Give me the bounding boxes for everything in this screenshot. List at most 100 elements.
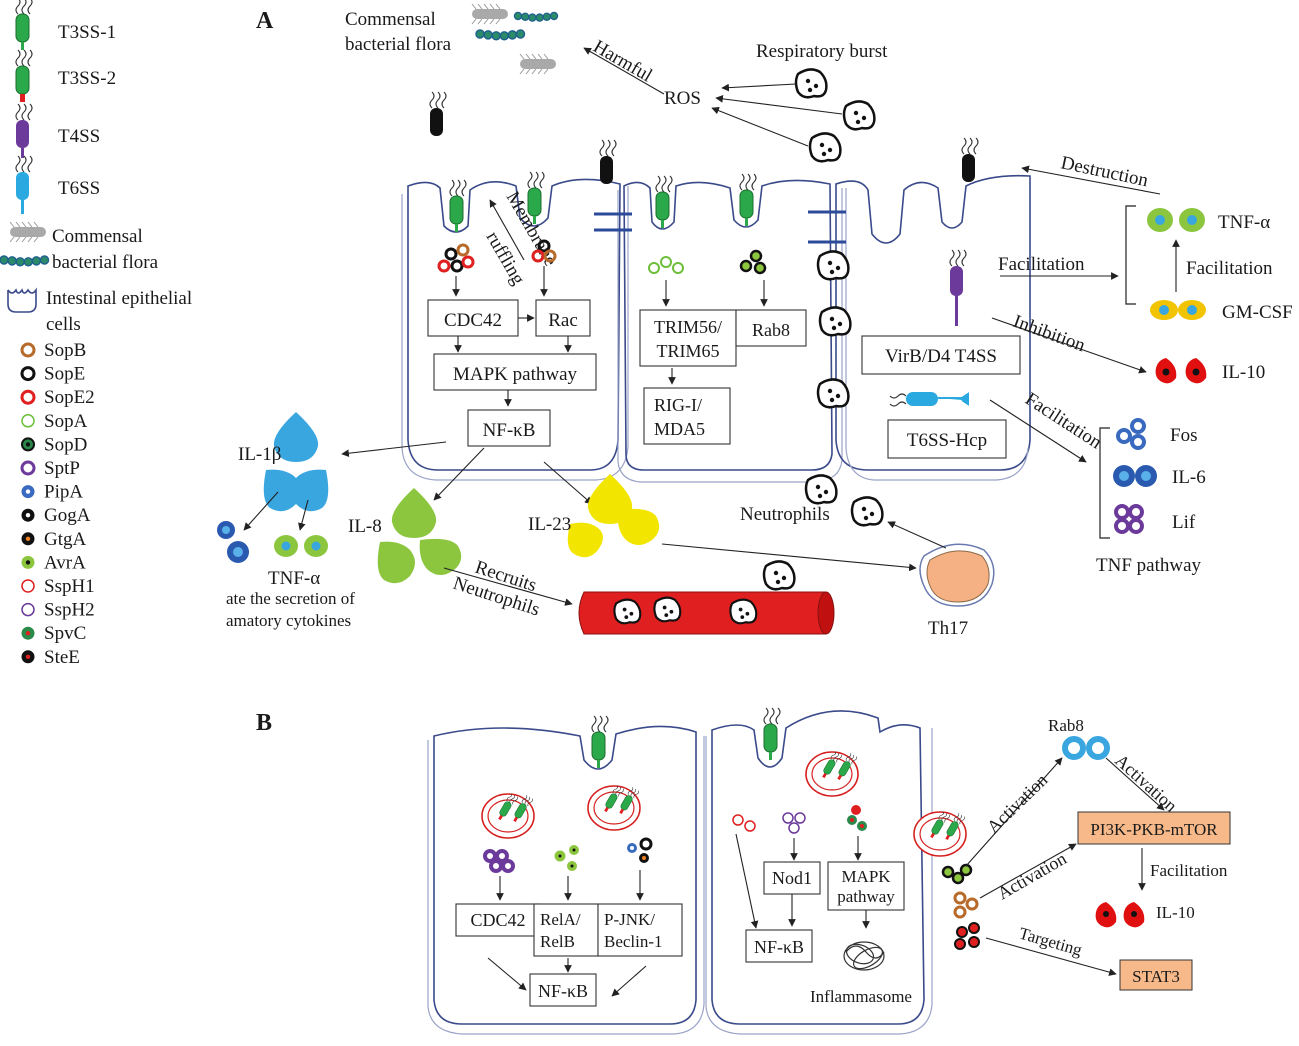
legend-t3ss2-icon: [15, 49, 33, 103]
rela-label: RelB: [540, 932, 575, 951]
effector-label: SopE: [44, 364, 85, 385]
virb-label: VirB/D4 T4SS: [885, 346, 997, 367]
arrow: [611, 965, 647, 997]
rab8-label: Rab8: [752, 320, 790, 340]
il6-icon: [1113, 465, 1157, 487]
harmful-label: Harmful: [590, 36, 656, 86]
lif-icon: [1114, 504, 1144, 534]
activation-arrow: [1105, 757, 1165, 811]
neutrophil-icon: [850, 496, 884, 527]
effector-core-icon: [25, 654, 31, 659]
th17-label: Th17: [928, 618, 968, 639]
effector-ssph1-icon: [21, 579, 35, 593]
effector-label: SopD: [44, 434, 87, 455]
facilitation-label: Facilitation: [1021, 389, 1105, 454]
ruffling-label: ruffling: [482, 228, 529, 289]
effector-ssph2-icon: [21, 602, 35, 617]
fos-icon: [1116, 418, 1146, 450]
activation-arrow: [965, 757, 1063, 867]
effector-sope2-icon: [20, 389, 36, 405]
vacuole-icon: [914, 811, 966, 856]
effector-label: SptP: [44, 458, 80, 479]
secretion-label: ate the secretion of: [226, 589, 355, 608]
t3ss-bacterium-icon: [763, 707, 781, 761]
il1b-cluster: [263, 412, 329, 512]
blood-vessel: [578, 591, 835, 635]
pjnk-label: P-JNK/: [604, 910, 655, 929]
effector-sptp-icon: [20, 460, 36, 476]
cdc42-box: [427, 299, 519, 337]
mapk-box: [433, 353, 597, 391]
arrow: [543, 461, 593, 505]
panel-label-a: A: [256, 8, 274, 34]
nfkb-b2-box: [745, 929, 813, 963]
il10-b-cells: [1095, 902, 1145, 928]
effector-label: SpvC: [44, 623, 86, 644]
cdc42-label: CDC42: [444, 310, 502, 331]
il10-b-label: IL-10: [1156, 903, 1195, 922]
effector-label: SspH1: [44, 576, 95, 597]
harmful-arrow: [583, 47, 665, 95]
bacterium-icon: [599, 139, 617, 185]
effector-core-icon: [25, 560, 31, 565]
legend-label: T4SS: [58, 126, 100, 147]
activation-label: Activation: [983, 770, 1052, 837]
legend-label: T6SS: [58, 178, 100, 199]
mapk-b-label: pathway: [837, 887, 895, 906]
il10-cells: [1155, 358, 1207, 384]
arrow: [243, 491, 279, 531]
effector-dots: [437, 239, 767, 275]
effector-label: SopA: [44, 411, 88, 432]
effector-label: SopB: [44, 340, 86, 361]
gmcsf-cells: [1150, 300, 1206, 320]
il8-cluster: [377, 488, 462, 584]
t3ss-bacterium-icon: [449, 179, 467, 233]
legend-commensal-icon: [9, 221, 47, 243]
rela-label: RelA/: [540, 910, 581, 929]
gmcsf-label: GM-CSF: [1222, 302, 1293, 323]
legend-cell-icon: [7, 287, 37, 313]
recruits-arrow: [443, 567, 573, 606]
legend: T3SS-1 T3SS-2 T4SS T6SS Commensal bacter…: [0, 0, 192, 668]
neutrophil-icon: [794, 68, 828, 99]
rac-label: Rac: [548, 310, 578, 331]
effector-label: SteE: [44, 647, 80, 668]
arrow: [487, 957, 527, 991]
effector-core-icon: [25, 513, 31, 518]
vacuole-icon: [588, 785, 640, 830]
facilitation-b-label: Facilitation: [1150, 861, 1228, 880]
rab8-b-label: Rab8: [1048, 716, 1084, 735]
nfkb-b-label: NF-κB: [538, 981, 588, 1001]
neutrophil-icon: [808, 132, 842, 163]
legend-label: cells: [46, 314, 81, 335]
destruction-label: Destruction: [1059, 152, 1151, 191]
rela-box: [533, 903, 599, 957]
inhibition-arrow: [991, 317, 1147, 374]
targeting-label: Targeting: [1017, 924, 1085, 960]
arrow: [715, 95, 843, 115]
legend-label: bacterial flora: [52, 252, 159, 273]
neutrophil-icon: [842, 100, 876, 131]
il1b-label: IL-1β: [238, 444, 281, 465]
nod1-box: [763, 861, 821, 895]
epithelial-cells: [401, 174, 1031, 483]
il10-label: IL-10: [1222, 362, 1265, 383]
pjnk-box: [597, 903, 683, 957]
legend-label: T3SS-2: [58, 68, 116, 89]
tnfa-label: TNF-α: [1218, 212, 1270, 233]
facilitation-label: Facilitation: [1186, 258, 1273, 279]
neutrophil-icon: [762, 560, 796, 591]
neutrophil-icon: [818, 306, 852, 337]
neutrophil-icon: [804, 474, 838, 505]
destruction-arrow: [1021, 165, 1161, 195]
arrow: [298, 499, 309, 531]
effector-label: AvrA: [44, 552, 86, 573]
effector-label: GogA: [44, 505, 91, 526]
bracket: [1125, 205, 1136, 305]
legend-label: Commensal: [52, 226, 143, 247]
fos-label: Fos: [1170, 425, 1197, 446]
inflammasome-icon: [843, 941, 885, 971]
il8-label: IL-8: [348, 516, 382, 537]
cdc42-b-label: CDC42: [470, 910, 525, 930]
